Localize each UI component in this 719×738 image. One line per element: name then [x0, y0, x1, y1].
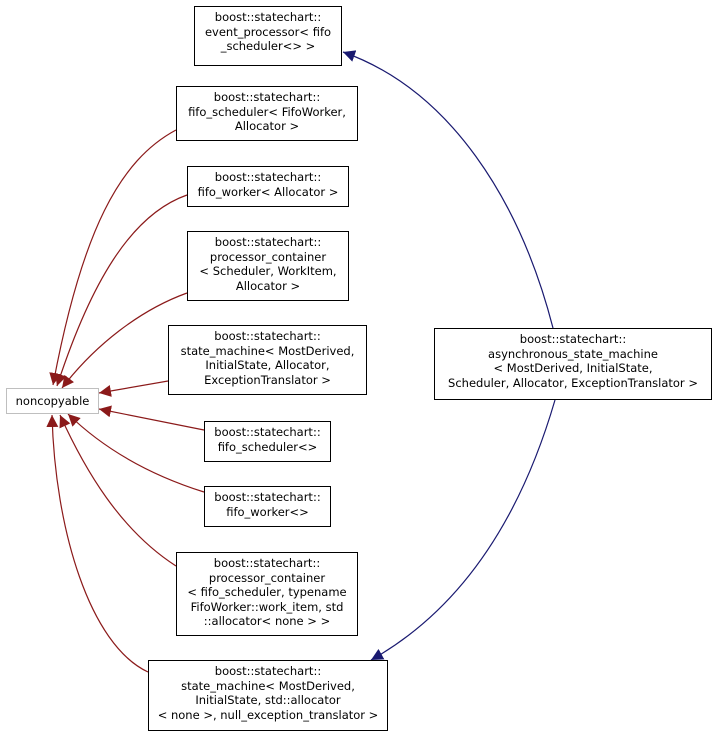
edge-fifo-scheduler-tpl-to-noncopyable [49, 129, 177, 386]
node-text-line: < fifo_scheduler, typename [187, 585, 347, 599]
node-text-line: InitialState, Allocator, [205, 358, 330, 372]
node-text-line: boost::statechart:: [214, 490, 321, 504]
node-fifo-scheduler-template[interactable]: boost::statechart:: fifo_scheduler< Fifo… [176, 86, 358, 141]
node-event-processor[interactable]: boost::statechart:: event_processor< fif… [194, 6, 342, 66]
edge-state-machine-tpl-to-noncopyable [98, 380, 169, 397]
node-text-line: boost::statechart:: [214, 10, 322, 24]
node-text-line: InitialState, std::allocator [195, 693, 341, 707]
node-text-line: fifo_worker< Allocator > [197, 184, 339, 199]
node-text-line: _scheduler<> > [220, 39, 316, 53]
node-text-line: Allocator > [234, 119, 300, 133]
node-text-line: processor_container [208, 570, 326, 585]
node-text-line: boost::statechart:: [214, 425, 321, 439]
node-fifo-worker[interactable]: boost::statechart:: fifo_worker<> [204, 486, 331, 527]
node-text-line: state_machine< MostDerived, [180, 343, 355, 358]
edge-processor-container-tpl-to-noncopyable [61, 292, 188, 389]
node-text-line: fifo_scheduler< FifoWorker, [188, 104, 346, 119]
node-text-line: boost::statechart:: [214, 664, 322, 678]
node-text-line: fifo_scheduler<> [217, 439, 318, 454]
edge-state-machine-inst-to-noncopyable [46, 414, 149, 673]
node-text-line: < Scheduler, WorkItem, [199, 264, 337, 278]
edge-async-to-event-processor [342, 50, 554, 329]
node-text-line: processor_container [209, 249, 327, 264]
node-text-line: fifo_worker<> [226, 504, 309, 519]
node-text-line: ExceptionTranslator > [204, 372, 331, 387]
node-text-line: boost::statechart:: [214, 329, 321, 343]
node-text-line: boost::statechart:: [519, 332, 627, 346]
edge-fifo-worker-to-noncopyable [67, 413, 205, 493]
node-text-line: FifoWorker::work_item, std [190, 599, 344, 614]
node-text-line: noncopyable [15, 394, 90, 408]
node-fifo-worker-template[interactable]: boost::statechart:: fifo_worker< Allocat… [187, 166, 349, 207]
node-text-line: boost::statechart:: [213, 90, 321, 104]
node-text-line: boost::statechart:: [213, 556, 321, 570]
node-noncopyable[interactable]: noncopyable [6, 388, 99, 414]
node-text-line: < MostDerived, InitialState, [493, 361, 653, 375]
node-processor-container-template[interactable]: boost::statechart:: processor_container … [187, 231, 349, 301]
node-text-line: < none >, null_exception_translator > [157, 707, 379, 722]
edge-fifo-scheduler-to-noncopyable [98, 405, 205, 431]
node-asynchronous-state-machine[interactable]: boost::statechart:: asynchronous_state_m… [434, 328, 712, 400]
node-text-line: state_machine< MostDerived, [181, 678, 355, 693]
node-text-line: boost::statechart:: [214, 235, 322, 249]
node-text-line: ::allocator< none > > [203, 614, 331, 628]
edge-async-to-state-machine-inst [370, 399, 556, 661]
edge-fifo-worker-tpl-to-noncopyable [55, 194, 188, 387]
node-text-line: event_processor< fifo [204, 24, 332, 39]
node-processor-container-instance[interactable]: boost::statechart:: processor_container … [176, 552, 358, 636]
node-text-line: asynchronous_state_machine [488, 346, 658, 361]
edge-processor-container-inst-to-noncopyable [59, 414, 177, 567]
node-fifo-scheduler[interactable]: boost::statechart:: fifo_scheduler<> [204, 421, 331, 462]
node-state-machine-instance[interactable]: boost::statechart:: state_machine< MostD… [148, 660, 388, 731]
node-text-line: Scheduler, Allocator, ExceptionTranslato… [448, 375, 698, 390]
node-text-line: Allocator > [235, 278, 301, 293]
node-text-line: boost::statechart:: [214, 170, 322, 184]
node-state-machine-template[interactable]: boost::statechart:: state_machine< MostD… [168, 325, 367, 395]
